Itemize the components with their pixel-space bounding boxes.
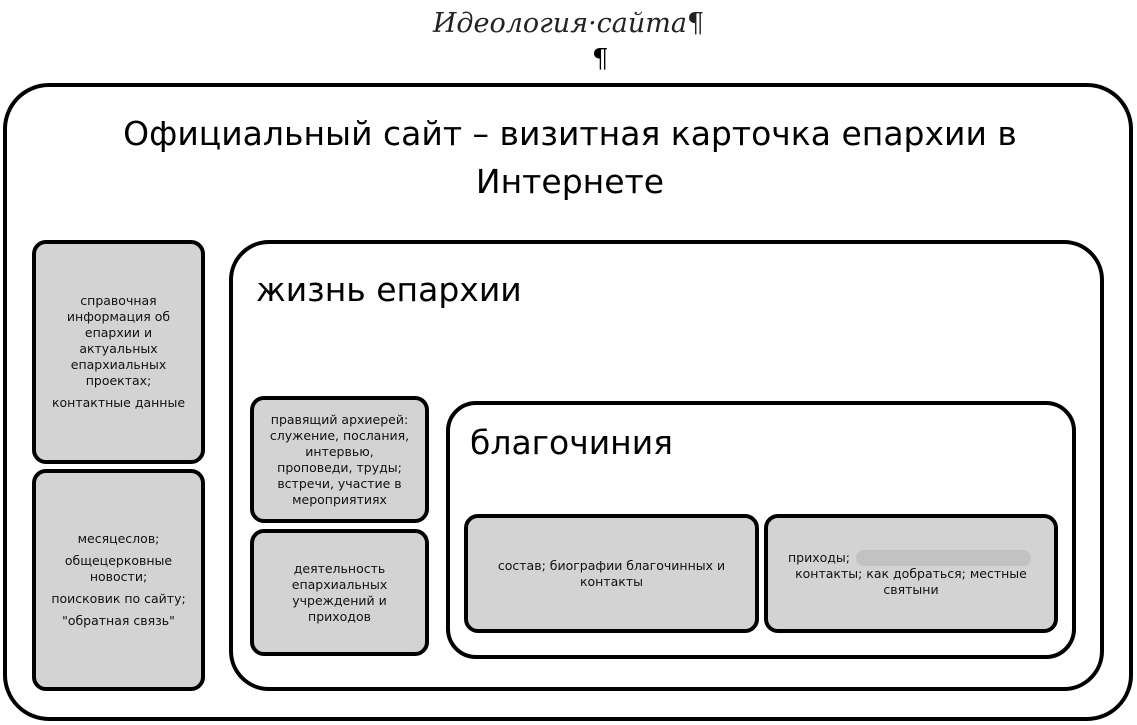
search-text: поисковик по сайту; [51,591,186,606]
info-box: справочная информация об епархии и актуа… [32,240,205,464]
contacts-text: контактные данные [51,395,186,410]
institutions-box: деятельность епархиальных учреждений и п… [250,529,429,656]
calendar-text: месяцеслов; [77,531,160,546]
bishop-text: правящий архиерей: служение, послания, и… [269,411,410,507]
heading-text: Идеология·сайта [432,8,687,39]
bishop-box: правящий архиерей: служение, послания, и… [250,396,429,523]
pilcrow-mark: ¶ [592,44,609,74]
site-title: Официальный сайт – визитная карточка епа… [123,114,1017,201]
news-text: общецерковные новости; [64,553,173,584]
pilcrow-mark: ¶ [686,8,705,39]
document-heading: Идеология·сайта¶ [0,8,1137,39]
services-box: месяцеслов; общецерковные новости; поиск… [32,469,205,691]
parishes-text: приходы; [788,549,850,565]
diocese-life-label: жизнь епархии [256,270,522,309]
redacted-blur [856,549,1031,566]
parishes-details-text: контакты; как добраться; местные святыни [795,565,1027,597]
info-text: справочная информация об епархии и актуа… [66,293,171,388]
composition-text: состав; биографии благочинных и контакты [497,557,726,589]
feedback-text: "обратная связь" [62,613,175,628]
deaneries-label: благочиния [470,423,674,462]
parishes-box: приходы; контакты; как добраться; местны… [764,514,1058,633]
composition-box: состав; биографии благочинных и контакты [464,514,759,633]
institutions-text: деятельность епархиальных учреждений и п… [291,560,388,624]
